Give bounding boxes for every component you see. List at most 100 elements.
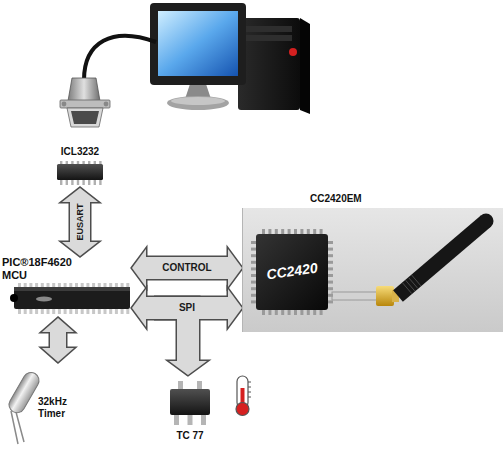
mcu-chip-shape-part	[52, 283, 55, 288]
db9-connector-part	[71, 111, 99, 124]
transceiver-chip-shape-part	[94, 180, 96, 185]
arrow-head	[132, 289, 146, 327]
serial-cable-part	[84, 36, 156, 80]
transceiver-chip-shape-part	[60, 180, 62, 185]
radio-module-panel-shape-part	[242, 208, 243, 332]
transceiver-chip-shape-part	[99, 180, 101, 185]
mcu-chip-shape-part	[64, 309, 67, 314]
crystal-timer: 32kHz Timer	[4, 362, 84, 446]
serial-cable	[84, 36, 156, 80]
arrow-head	[228, 289, 242, 327]
part-label: 32kHz Timer	[38, 396, 82, 419]
mcu-chip-shape-part	[29, 309, 32, 314]
mcu-chip-shape-part	[47, 309, 50, 314]
crystal-timer-shape-part	[16, 412, 24, 442]
mcu-chip-shape-part	[64, 283, 67, 288]
db9-connector-part	[67, 108, 103, 127]
db9-connector-part	[104, 102, 109, 107]
mcu-chip-shape-part	[104, 309, 107, 314]
temperature-sensor: TC 77	[150, 375, 230, 445]
computer-monitor-part	[158, 11, 238, 76]
arrow-head	[132, 289, 146, 327]
mcu-chip-shape-part	[98, 283, 101, 288]
mcu-chip-shape-part	[81, 309, 84, 314]
computer-tower-part	[246, 35, 292, 41]
mcu-chip-shape-part	[14, 287, 130, 291]
arrow-fill	[42, 188, 242, 375]
radio-module-panel-shape-part	[403, 283, 412, 294]
temperature-sensor-shape-part	[170, 389, 210, 415]
mcu-chip-shape-part	[36, 297, 52, 302]
arrow-head	[42, 348, 74, 362]
transceiver-chip-shape-part	[77, 180, 79, 185]
mcu-chip-shape-part	[14, 287, 130, 309]
mcu-chip-shape-part	[92, 283, 95, 288]
thermometer-icon-part	[248, 392, 251, 393]
mcu-chip-shape-part	[81, 283, 84, 288]
mcu-chip-shape-part	[69, 283, 72, 288]
arrow-head	[132, 249, 146, 287]
mcu-chip-shape-part	[35, 283, 38, 288]
mcu-chip-shape-part	[86, 283, 89, 288]
arrow-head	[169, 361, 207, 375]
thermometer-icon-part	[248, 387, 251, 388]
mcu-chip-shape-part	[92, 309, 95, 314]
arrow-head	[228, 249, 242, 287]
computer-tower-part	[246, 26, 292, 32]
computer-tower	[238, 18, 310, 114]
radio-module-panel-shape-part	[376, 286, 394, 306]
radio-module-panel-shape-part	[393, 215, 491, 301]
thermometer-icon-part	[236, 403, 249, 416]
mcu-chip-shape-part	[24, 283, 27, 288]
mcu-chip-shape-part	[41, 283, 44, 288]
temperature-sensor-shape-part	[188, 415, 193, 425]
radio-chip: CC2420	[250, 228, 334, 316]
computer-monitor	[150, 3, 246, 110]
block-arrow	[145, 256, 229, 281]
db9-connector-part	[60, 100, 110, 108]
thermometer-icon	[236, 376, 251, 416]
arrow-head	[62, 188, 98, 202]
thermometer-icon-part	[248, 397, 251, 398]
db9-connector	[60, 78, 110, 127]
block-arrow	[50, 331, 66, 349]
db9-connector-part	[68, 78, 100, 101]
mcu-chip-shape-part	[126, 283, 129, 288]
arrow-head	[62, 242, 98, 256]
thermometer-icon-part	[248, 382, 251, 383]
mcu-chip-shape-part	[35, 309, 38, 314]
mcu-chip-shape-part	[86, 309, 89, 314]
radio-module-panel-shape-part	[409, 278, 418, 289]
computer-tower-part	[289, 48, 297, 56]
arrow-head	[228, 249, 242, 287]
transceiver-chip-shape-part	[57, 164, 103, 180]
arrow-head	[62, 242, 98, 256]
mcu-chip-shape-part	[115, 283, 118, 288]
mcu-chip-shape-part	[29, 283, 32, 288]
computer-monitor-part	[150, 3, 246, 85]
mcu-chip-shape-part	[10, 294, 18, 302]
block-arrow	[154, 308, 188, 362]
radio-module-panel-shape-part	[412, 275, 421, 286]
arrow-head	[228, 289, 242, 327]
signal-label: CONTROL	[162, 263, 211, 273]
mcu-chip-shape-part	[58, 283, 61, 288]
mcu-chip-shape-part	[69, 309, 72, 314]
arrow-head	[62, 188, 98, 202]
mcu-chip-shape-part	[58, 309, 61, 314]
mcu-chip-shape-part	[121, 283, 124, 288]
transceiver-chip-shape-part	[88, 180, 90, 185]
block-arrow	[145, 257, 229, 279]
arrow-outline	[42, 188, 242, 375]
block-arrow	[70, 201, 90, 243]
mcu-chip-shape-part	[104, 283, 107, 288]
mcu-chip-shape-part	[121, 309, 124, 314]
crystal-timer-shape-part-part	[6, 369, 42, 415]
radio-module-panel-shape-part	[479, 214, 494, 229]
computer-tower-part	[300, 18, 310, 114]
mcu-chip: PIC®18F4620 MCU	[2, 256, 132, 318]
temperature-sensor-shape-part	[178, 381, 183, 390]
mcu-chip-shape-part	[52, 309, 55, 314]
mcu-chip-shape-part	[75, 309, 78, 314]
